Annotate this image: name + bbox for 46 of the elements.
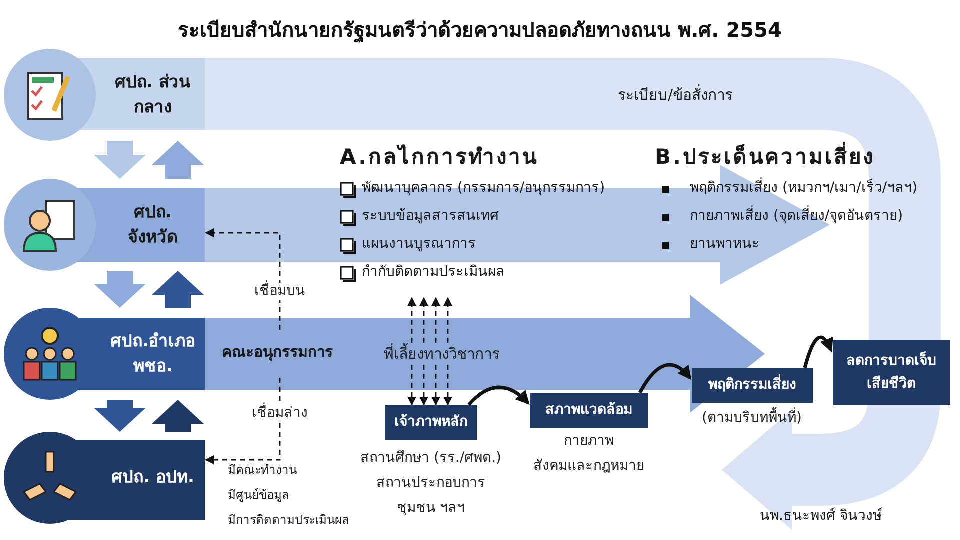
level-panel — [4, 308, 205, 400]
block-arrow — [152, 400, 204, 432]
arrow — [408, 297, 452, 343]
arrow — [408, 365, 452, 406]
arrow — [468, 386, 530, 406]
node-caption: สถานศึกษา (รร./ศพด.) — [360, 450, 502, 467]
panel-label: ศปถ. จังหวัด — [127, 201, 179, 249]
panel-label: ศปถ.อำเภอ พชอ. — [109, 330, 197, 378]
arrow — [803, 336, 833, 368]
list-item: พฤติกรรมเสี่ยง (หมวกฯ/เมา/เร็ว/ฯลฯ) — [690, 180, 918, 197]
block-arrow — [152, 271, 204, 308]
step-box: ลดการบาดเจ็บ เสียชีวิต — [833, 340, 950, 405]
list-item: กำกับติดตามประเมินผล — [362, 264, 505, 281]
block-arrow — [94, 400, 146, 432]
block-arrow — [94, 141, 146, 179]
note-text: ระเบียบ/ข้อสั่งการ — [618, 86, 734, 104]
list-item: กายภาพเสี่ยง (จุดเสี่ยง/จุดอันตราย) — [690, 208, 904, 225]
level-panel — [4, 179, 205, 271]
panel-label: ศปถ. ส่วนกลาง — [114, 71, 192, 119]
note-text: คณะอนุกรรมการ — [222, 343, 333, 361]
text-label: พี่เลี้ยงทางวิชาการ — [375, 343, 509, 365]
node-caption: สังคมและกฎหมาย — [534, 458, 644, 475]
note-text: นพ.ธนะพงศ์ จินวงษ์ — [760, 508, 882, 525]
list-item: พัฒนาบุคลากร (กรรมการ/อนุกรรมการ) — [362, 180, 606, 197]
panel-label: ศปถ. อปท. — [110, 466, 196, 490]
list-item: ยานพาหนะ — [690, 236, 760, 253]
list-item: ระบบข้อมูลสารสนเทศ — [362, 208, 499, 225]
node-caption: ชุมชน ฯลฯ — [396, 500, 466, 517]
node-caption: กายภาพ — [564, 433, 614, 450]
note-text: มีศูนย์ข้อมูล — [228, 488, 289, 502]
note-text: มีคณะทำงาน — [228, 463, 297, 478]
title: ระเบียบสำนักนายกรัฐมนตรีว่าด้วยความปลอดภัยทางถนน พ.ศ. 2554 — [178, 18, 782, 42]
block-arrow — [152, 141, 204, 179]
step-box: เจ้าภาพหลัก — [385, 405, 477, 440]
level-panel — [4, 49, 205, 141]
note-text: มีการติดตามประเมินผล — [228, 513, 349, 528]
arrow — [638, 363, 692, 394]
arrow — [205, 228, 281, 330]
node-caption: สถานประกอบการ — [376, 475, 486, 492]
arrow — [205, 378, 281, 464]
block-arrow — [94, 271, 146, 308]
list-item: แผนงานบูรณาการ — [362, 236, 476, 253]
section-heading: A.กลไกการทำงาน — [340, 145, 539, 170]
level-panel — [4, 432, 205, 524]
step-box: สภาพแวดล้อม — [530, 393, 648, 428]
step-box: พฤติกรรมเสี่ยง — [692, 368, 813, 403]
